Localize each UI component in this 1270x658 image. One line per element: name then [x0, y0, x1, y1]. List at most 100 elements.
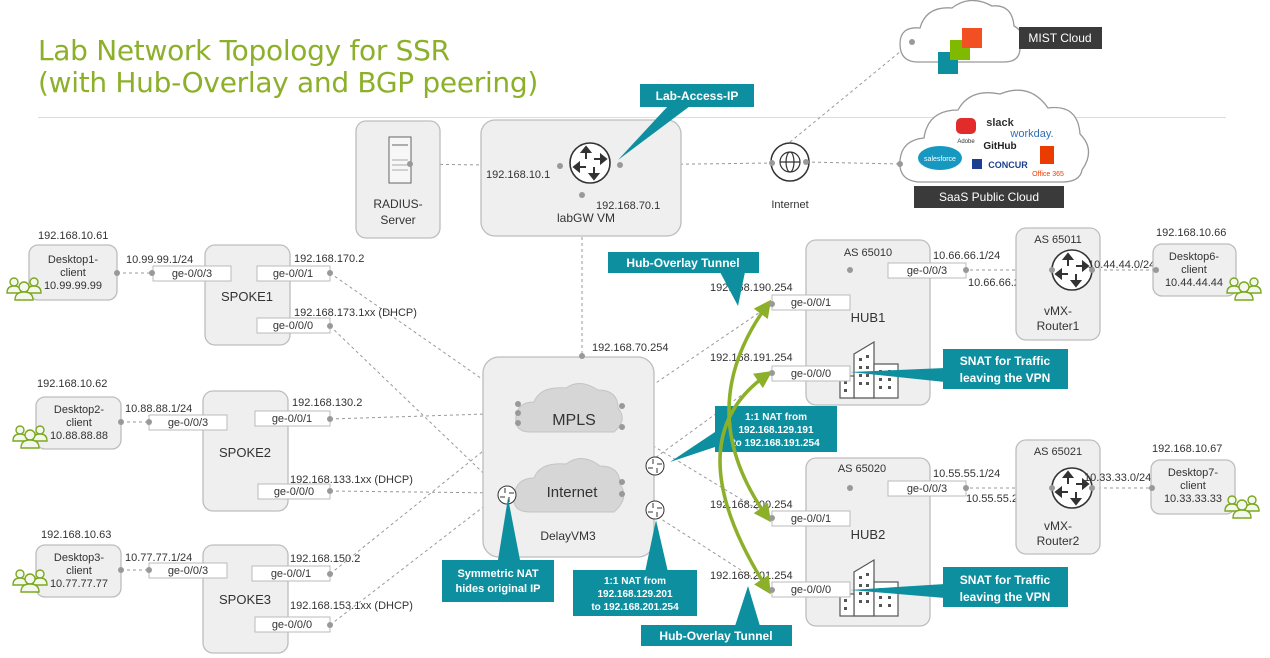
svg-text:ge-0/0/3: ge-0/0/3 — [907, 265, 947, 277]
svg-text:DelayVM3: DelayVM3 — [540, 529, 596, 543]
svg-text:CONCUR: CONCUR — [988, 160, 1028, 170]
svg-text:client: client — [60, 267, 86, 279]
svg-text:Internet: Internet — [547, 484, 599, 501]
svg-text:10.88.88.1/24: 10.88.88.1/24 — [125, 403, 192, 415]
svg-text:10.55.55.1/24: 10.55.55.1/24 — [933, 468, 1000, 480]
svg-text:client: client — [66, 417, 92, 429]
svg-text:ge-0/0/1: ge-0/0/1 — [272, 413, 312, 425]
vmx-router-2: AS 65021 vMX- Router2 — [1015, 439, 1101, 555]
desktop1-client: Desktop1- client 10.99.99.99 — [6, 244, 118, 301]
router2-net: 10.33.33.0/24 — [1084, 472, 1151, 484]
desktop7-client: Desktop7- client 10.33.33.33 — [1150, 459, 1260, 519]
svg-text:RADIUS-: RADIUS- — [373, 197, 422, 211]
svg-text:AS 65021: AS 65021 — [1034, 446, 1082, 458]
svg-text:Desktop7-: Desktop7- — [1168, 467, 1218, 479]
svg-text:192.168.150.2: 192.168.150.2 — [290, 553, 360, 565]
hub-interfaces: ge-0/0/1 ge-0/0/0 ge-0/0/3 ge-0/0/1 ge-0… — [771, 262, 967, 598]
svg-text:ge-0/0/1: ge-0/0/1 — [271, 568, 311, 580]
desktop3-client: Desktop3- client 10.77.77.77 — [12, 544, 122, 598]
hub-tunnel-callout-bottom: Hub-Overlay Tunnel — [641, 586, 792, 646]
mist-cloud-label: MIST Cloud — [1019, 27, 1102, 49]
svg-text:Router1: Router1 — [1037, 319, 1080, 333]
svg-text:ge-0/0/0: ge-0/0/0 — [273, 320, 313, 332]
svg-text:192.168.173.1xx (DHCP): 192.168.173.1xx (DHCP) — [294, 307, 417, 319]
svg-text:SPOKE1: SPOKE1 — [221, 289, 273, 304]
svg-text:Server: Server — [380, 213, 415, 227]
svg-text:ge-0/0/1: ge-0/0/1 — [791, 513, 831, 525]
svg-text:192.168.10.61: 192.168.10.61 — [38, 230, 108, 242]
desktop6-ip: 192.168.10.66 — [1156, 227, 1226, 239]
hub-1: AS 65010 HUB1 — [805, 239, 931, 406]
svg-text:ge-0/0/1: ge-0/0/1 — [791, 297, 831, 309]
nat-callout-bottom: 1:1 NAT from 192.168.129.201 to 192.168.… — [573, 520, 697, 616]
svg-text:192.168.191.254: 192.168.191.254 — [710, 352, 793, 364]
svg-text:Router2: Router2 — [1037, 534, 1080, 548]
svg-text:10.77.77.1/24: 10.77.77.1/24 — [125, 552, 192, 564]
labgw-vm: labGW VM 192.168.10.1 192.168.70.1 — [480, 119, 682, 237]
svg-text:Hub-Overlay Tunnel: Hub-Overlay Tunnel — [659, 629, 772, 643]
mist-cloud — [899, 0, 1023, 74]
svg-text:Symmetric NAT: Symmetric NAT — [457, 568, 538, 580]
svg-text:MIST Cloud: MIST Cloud — [1028, 31, 1091, 45]
svg-text:192.168.130.2: 192.168.130.2 — [292, 397, 362, 409]
svg-text:1:1 NAT from: 1:1 NAT from — [604, 576, 666, 587]
svg-text:ge-0/0/1: ge-0/0/1 — [273, 268, 313, 280]
router1-net: 10.44.44.0/24 — [1088, 259, 1155, 271]
svg-text:ge-0/0/0: ge-0/0/0 — [791, 368, 831, 380]
svg-text:Desktop3-: Desktop3- — [54, 552, 104, 564]
svg-text:192.168.70.1: 192.168.70.1 — [596, 200, 660, 212]
desktop7-ip: 192.168.10.67 — [1152, 443, 1222, 455]
svg-text:Lab-Access-IP: Lab-Access-IP — [656, 89, 739, 103]
svg-text:192.168.129.191: 192.168.129.191 — [738, 425, 814, 436]
lab-access-ip-callout: Lab-Access-IP — [618, 84, 754, 160]
svg-text:AS 65011: AS 65011 — [1034, 234, 1082, 246]
svg-text:Desktop6-: Desktop6- — [1169, 251, 1219, 263]
svg-text:ge-0/0/0: ge-0/0/0 — [791, 584, 831, 596]
svg-text:ge-0/0/3: ge-0/0/3 — [168, 565, 208, 577]
svg-text:workday.: workday. — [1009, 128, 1053, 140]
svg-text:192.168.170.2: 192.168.170.2 — [294, 253, 364, 265]
svg-text:vMX-: vMX- — [1044, 519, 1072, 533]
svg-text:labGW VM: labGW VM — [557, 211, 615, 225]
svg-text:192.168.153.1xx (DHCP): 192.168.153.1xx (DHCP) — [290, 600, 413, 612]
svg-text:10.88.88.88: 10.88.88.88 — [50, 430, 108, 442]
svg-text:HUB2: HUB2 — [851, 527, 886, 542]
title-divider — [38, 117, 1226, 118]
svg-text:client: client — [1181, 264, 1207, 276]
diagram-title-line1: Lab Network Topology for SSR — [38, 34, 450, 67]
svg-text:GitHub: GitHub — [983, 141, 1016, 152]
svg-text:192.168.190.254: 192.168.190.254 — [710, 282, 793, 294]
svg-text:Desktop1-: Desktop1- — [48, 254, 98, 266]
svg-text:ge-0/0/3: ge-0/0/3 — [907, 483, 947, 495]
svg-text:to 192.168.191.254: to 192.168.191.254 — [732, 438, 820, 449]
svg-text:slack: slack — [986, 117, 1014, 129]
svg-text:leaving the VPN: leaving the VPN — [960, 371, 1051, 385]
svg-text:192.168.10.63: 192.168.10.63 — [41, 529, 111, 541]
diagram-title-line2: (with Hub-Overlay and BGP peering) — [38, 66, 538, 99]
svg-text:ge-0/0/3: ge-0/0/3 — [168, 417, 208, 429]
svg-text:client: client — [1180, 480, 1206, 492]
svg-text:SNAT for Traffic: SNAT for Traffic — [960, 573, 1051, 587]
snat-callout-hub1: SNAT for Traffic leaving the VPN — [850, 349, 1068, 389]
svg-text:client: client — [66, 565, 92, 577]
svg-text:192.168.10.62: 192.168.10.62 — [37, 378, 107, 390]
svg-text:leaving the VPN: leaving the VPN — [960, 590, 1051, 604]
svg-text:AS 65020: AS 65020 — [838, 463, 886, 475]
desktop6-client: Desktop6- client 10.44.44.44 — [1152, 243, 1262, 301]
svg-text:hides original IP: hides original IP — [456, 583, 541, 595]
svg-text:to 192.168.201.254: to 192.168.201.254 — [591, 602, 679, 613]
mpls-cloud: MPLS — [515, 383, 623, 433]
internet-node-label: Internet — [771, 199, 808, 211]
svg-text:SNAT for Traffic: SNAT for Traffic — [960, 354, 1051, 368]
svg-text:salesforce: salesforce — [924, 156, 956, 163]
svg-text:192.168.133.1xx (DHCP): 192.168.133.1xx (DHCP) — [290, 474, 413, 486]
svg-text:192.168.10.1: 192.168.10.1 — [486, 169, 550, 181]
spoke-ip-labels: 192.168.10.61 10.99.99.1/24 192.168.170.… — [37, 230, 417, 612]
desktop2-client: Desktop2- client 10.88.88.88 — [12, 396, 122, 450]
svg-text:SPOKE3: SPOKE3 — [219, 592, 271, 607]
svg-text:10.66.66.1/24: 10.66.66.1/24 — [933, 250, 1000, 262]
svg-text:10.44.44.44: 10.44.44.44 — [1165, 277, 1223, 289]
svg-text:ge-0/0/3: ge-0/0/3 — [172, 268, 212, 280]
svg-text:10.33.33.33: 10.33.33.33 — [1164, 493, 1222, 505]
